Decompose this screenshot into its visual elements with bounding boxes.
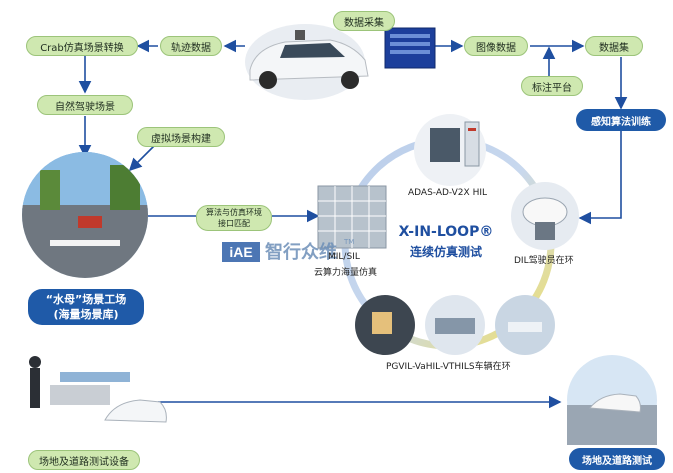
continuous-sim-title: 连续仿真测试: [410, 244, 482, 259]
watermark-logo: iAE: [229, 244, 252, 260]
interface-match-label: 算法与仿真环境 接口匹配: [196, 205, 272, 231]
dataset-label: 数据集: [585, 36, 643, 56]
x-in-loop-title: X-IN-LOOP®: [399, 224, 494, 240]
dil-image: [511, 182, 579, 250]
data-collection-car-image: [245, 24, 369, 100]
adas-hil-label: ADAS-AD-V2X HIL: [408, 188, 488, 198]
road-test-image: [567, 355, 657, 445]
jellyfish-scene-image: [22, 152, 148, 278]
watermark-tm: TM: [343, 238, 354, 246]
arrow-training-to-dil: [578, 130, 622, 225]
connectors: [78, 39, 628, 409]
mil-sil-label: MIL/SIL: [328, 252, 360, 262]
data-collection-label: 数据采集: [333, 11, 395, 31]
perception-training-label: 感知算法训练: [576, 109, 666, 131]
data-server-image: [384, 27, 436, 69]
field-equipment-label: 场地及道路测试设备: [28, 450, 140, 470]
watermark-text: 智行众维: [265, 241, 337, 263]
jellyfish-factory-label: “水母”场景工场 (海量场景库): [28, 289, 144, 325]
field-equipment-image: [29, 356, 167, 423]
crab-convert-label: Crab仿真场景转换: [26, 36, 138, 56]
dil-label: DIL驾驶员在环: [514, 256, 574, 266]
natural-scene-label: 自然驾驶场景: [37, 95, 133, 115]
cloud-sim-label: 云算力海量仿真: [314, 268, 378, 278]
pgvil-label: PGVIL-VaHIL-VTHILS车辆在环: [386, 362, 511, 372]
annotation-platform-label: 标注平台: [521, 76, 583, 96]
adas-hil-image: [414, 114, 486, 186]
watermark: iAE 智行众维 TM: [222, 238, 354, 263]
mil-sil-grid-image: [317, 185, 387, 249]
virtual-scene-label: 虚拟场景构建: [137, 127, 225, 147]
field-road-test-label: 场地及道路测试: [569, 448, 665, 470]
image-data-label: 图像数据: [464, 36, 528, 56]
pgvil-images: [355, 295, 555, 355]
track-data-label: 轨迹数据: [160, 36, 222, 56]
